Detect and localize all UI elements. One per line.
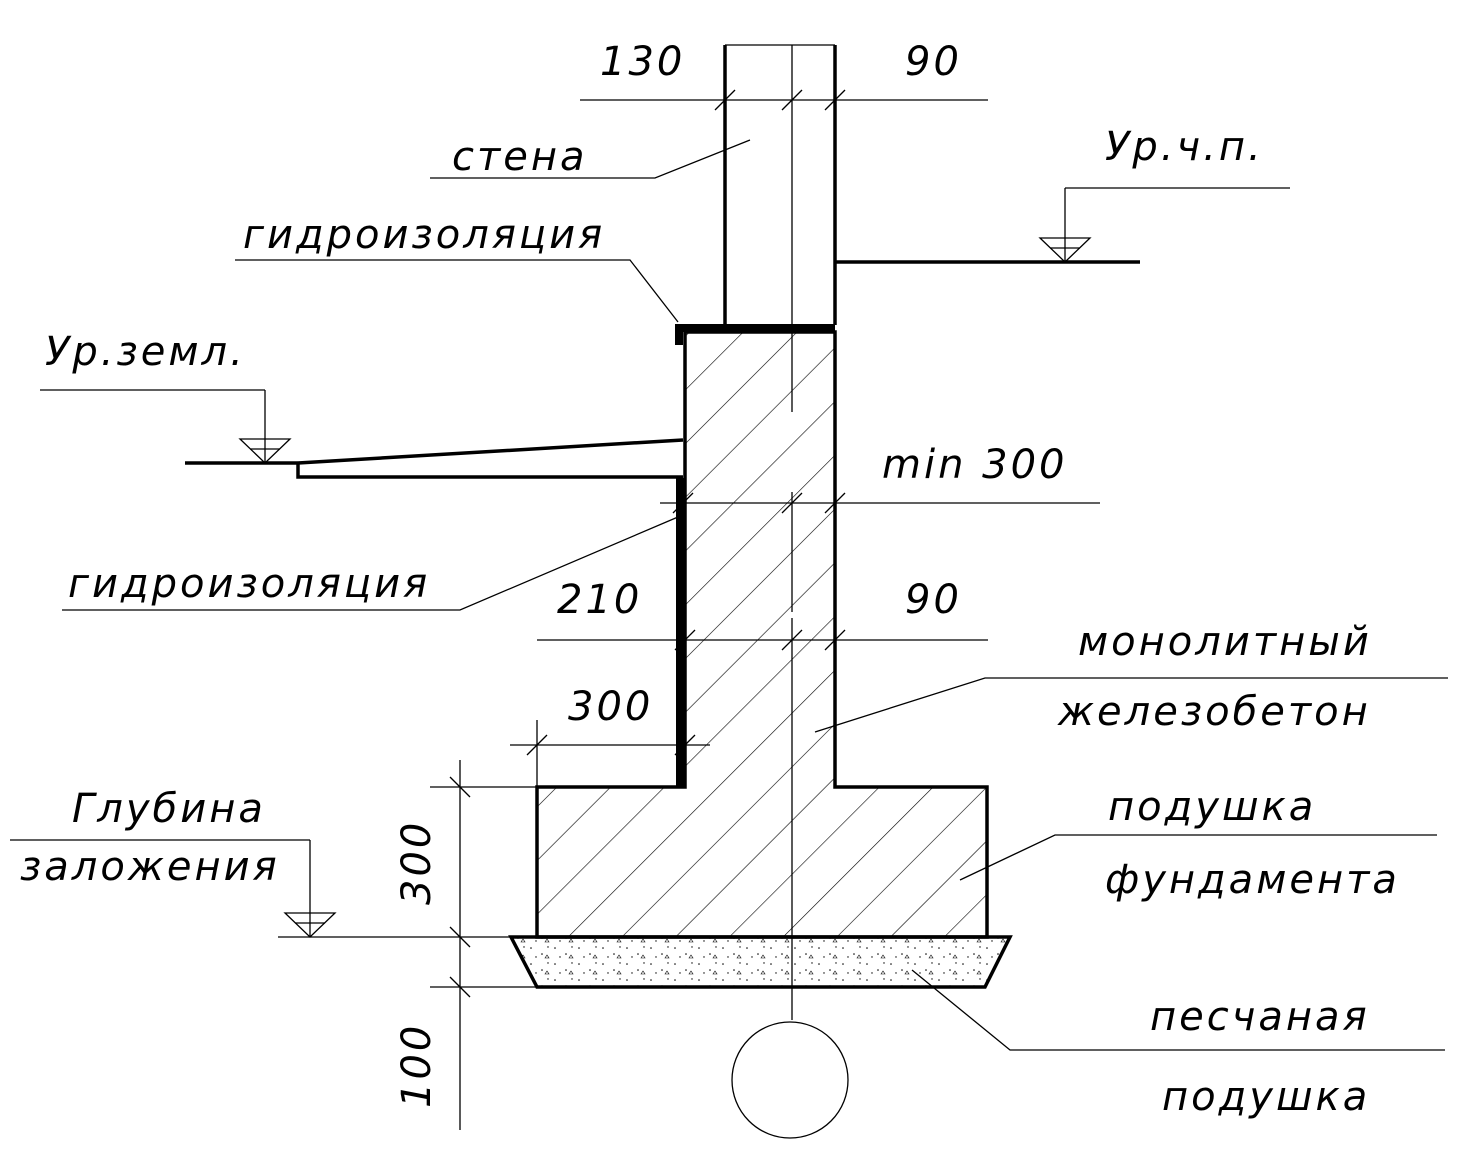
sand-cushion (508, 935, 1013, 989)
sand-label-1: песчаная (1150, 994, 1370, 1040)
waterproofing-side-label: гидроизоляция (68, 561, 430, 607)
foundation-concrete (535, 330, 989, 939)
dim-90-top: 90 (905, 39, 962, 85)
ground-level-mark: Ур.земл. (40, 329, 684, 479)
waterproofing-top-leader (235, 259, 679, 323)
min-height-dimension: min 300 (660, 442, 1100, 514)
concrete-label-2: железобетон (1057, 689, 1371, 735)
wall-leader (430, 139, 751, 179)
footing-label-2: фундамента (1105, 857, 1400, 903)
dim-100-height: 100 (394, 1023, 440, 1108)
axis-marker-circle (731, 1021, 849, 1139)
sand-label-2: подушка (1162, 1074, 1370, 1120)
sand-leader (911, 969, 1445, 1051)
concrete-leader (814, 677, 1448, 733)
dim-300-height: 300 (394, 820, 440, 905)
concrete-label-1: монолитный (1078, 619, 1372, 665)
stem-dimension: 210 90 (537, 577, 988, 651)
wall-dimension: 130 90 (580, 39, 988, 111)
vertical-dimension: 300 100 (394, 760, 537, 1130)
waterproofing-horizontal (675, 324, 835, 345)
dim-min-300: min 300 (882, 442, 1068, 488)
dim-90-stem: 90 (905, 577, 962, 623)
floor-level-label: Ур.ч.п. (1105, 124, 1264, 170)
wall (723, 44, 837, 325)
dim-300-offset: 300 (568, 684, 653, 730)
footing-label-1: подушка (1108, 784, 1316, 830)
footing-leader (959, 834, 1437, 881)
wall-label: стена (452, 134, 588, 180)
ground-level-label: Ур.земл. (45, 329, 246, 375)
depth-label-2: заложения (20, 844, 280, 890)
dim-210: 210 (557, 577, 642, 623)
waterproofing-side-leader (62, 516, 679, 611)
depth-label-1: Глубина (72, 786, 266, 832)
footing-offset-dimension: 300 (510, 684, 710, 787)
waterproofing-top-label: гидроизоляция (243, 212, 605, 258)
depth-mark: Глубина заложения (10, 786, 537, 938)
dim-130: 130 (600, 39, 685, 85)
floor-level-mark: Ур.ч.п. (835, 124, 1290, 264)
